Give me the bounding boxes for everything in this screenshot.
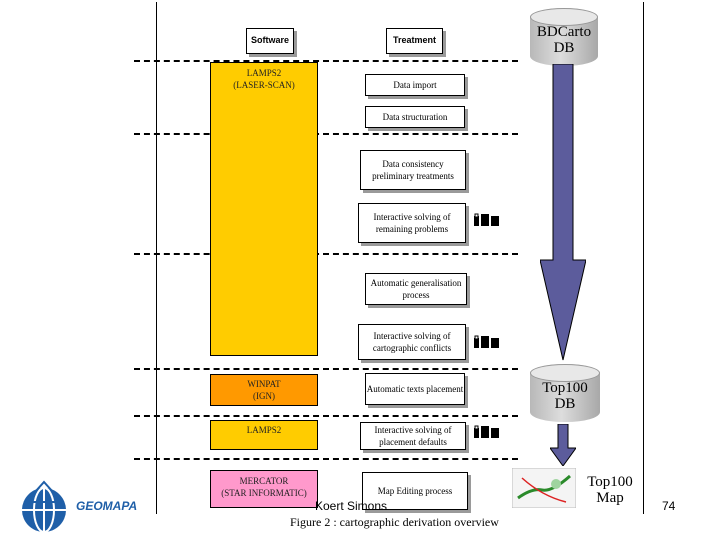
treatment-box: Automatic texts placement	[365, 373, 465, 405]
separator	[134, 253, 518, 255]
software-vendor: (LASER-SCAN)	[233, 80, 295, 90]
geomapa-globe-logo	[22, 480, 66, 533]
top100-map-label: Top100 Map	[584, 474, 636, 506]
treatment-header: Treatment	[386, 28, 443, 54]
software-label: WINPAT (IGN)	[211, 378, 317, 402]
separator	[134, 60, 518, 62]
diagram-frame	[156, 2, 644, 514]
separator	[134, 458, 518, 460]
software-name: LAMPS2	[246, 68, 282, 78]
software-winpat-bar: WINPAT (IGN)	[210, 374, 318, 406]
treatment-box: Automatic generalisation process	[365, 273, 467, 305]
treatment-box: Interactive solving of remaining problem…	[358, 203, 466, 243]
footer-page-number: 74	[662, 499, 676, 513]
flow-arrow-down-small	[550, 424, 576, 466]
software-lamps2-bar: LAMPS2	[210, 420, 318, 450]
figure-caption: Figure 2 : cartographic derivation overv…	[290, 515, 499, 529]
bdcarto-database-icon: BDCarto DB	[530, 8, 598, 66]
database-label: DB	[553, 40, 575, 56]
operator-icon	[474, 213, 499, 226]
software-header: Software	[246, 28, 294, 54]
operator-icon	[474, 335, 499, 348]
separator	[134, 368, 518, 370]
database-label: Top100	[542, 380, 588, 396]
software-name: MERCATOR	[239, 476, 289, 486]
software-vendor: (IGN)	[253, 391, 275, 401]
operator-icon	[474, 425, 499, 438]
separator	[134, 133, 518, 135]
database-label: BDCarto	[536, 24, 592, 40]
treatment-box: Map Editing process	[362, 472, 468, 510]
geomapa-wordmark: GEOMAPA	[76, 499, 138, 513]
treatment-box: Data consistency preliminary treatments	[360, 150, 466, 190]
software-name: LAMPS2	[246, 425, 282, 435]
software-name: WINPAT	[247, 379, 281, 389]
software-label: MERCATOR (STAR INFORMATIC)	[211, 475, 317, 499]
treatment-box: Data import	[365, 74, 465, 96]
software-mercator-bar: MERCATOR (STAR INFORMATIC)	[210, 470, 318, 508]
separator	[134, 415, 518, 417]
treatment-box: Interactive solving of placement default…	[360, 422, 466, 450]
map-label-line: Map	[596, 490, 624, 506]
map-label-line: Top100	[587, 474, 633, 490]
map-thumbnail	[512, 468, 576, 508]
treatment-box: Data structuration	[365, 106, 465, 128]
software-vendor: (STAR INFORMATIC)	[221, 488, 307, 498]
software-label: LAMPS2	[211, 424, 317, 436]
flow-arrow-down	[540, 64, 586, 361]
software-label: LAMPS2 (LASER-SCAN)	[211, 67, 317, 91]
software-lamps2-laserscan-bar: LAMPS2 (LASER-SCAN)	[210, 62, 318, 356]
footer-author: Koert Simons	[315, 499, 388, 513]
treatment-box: Interactive solving of cartographic conf…	[358, 324, 466, 360]
top100-database-icon: Top100 DB	[530, 364, 600, 422]
database-label: DB	[554, 396, 576, 412]
